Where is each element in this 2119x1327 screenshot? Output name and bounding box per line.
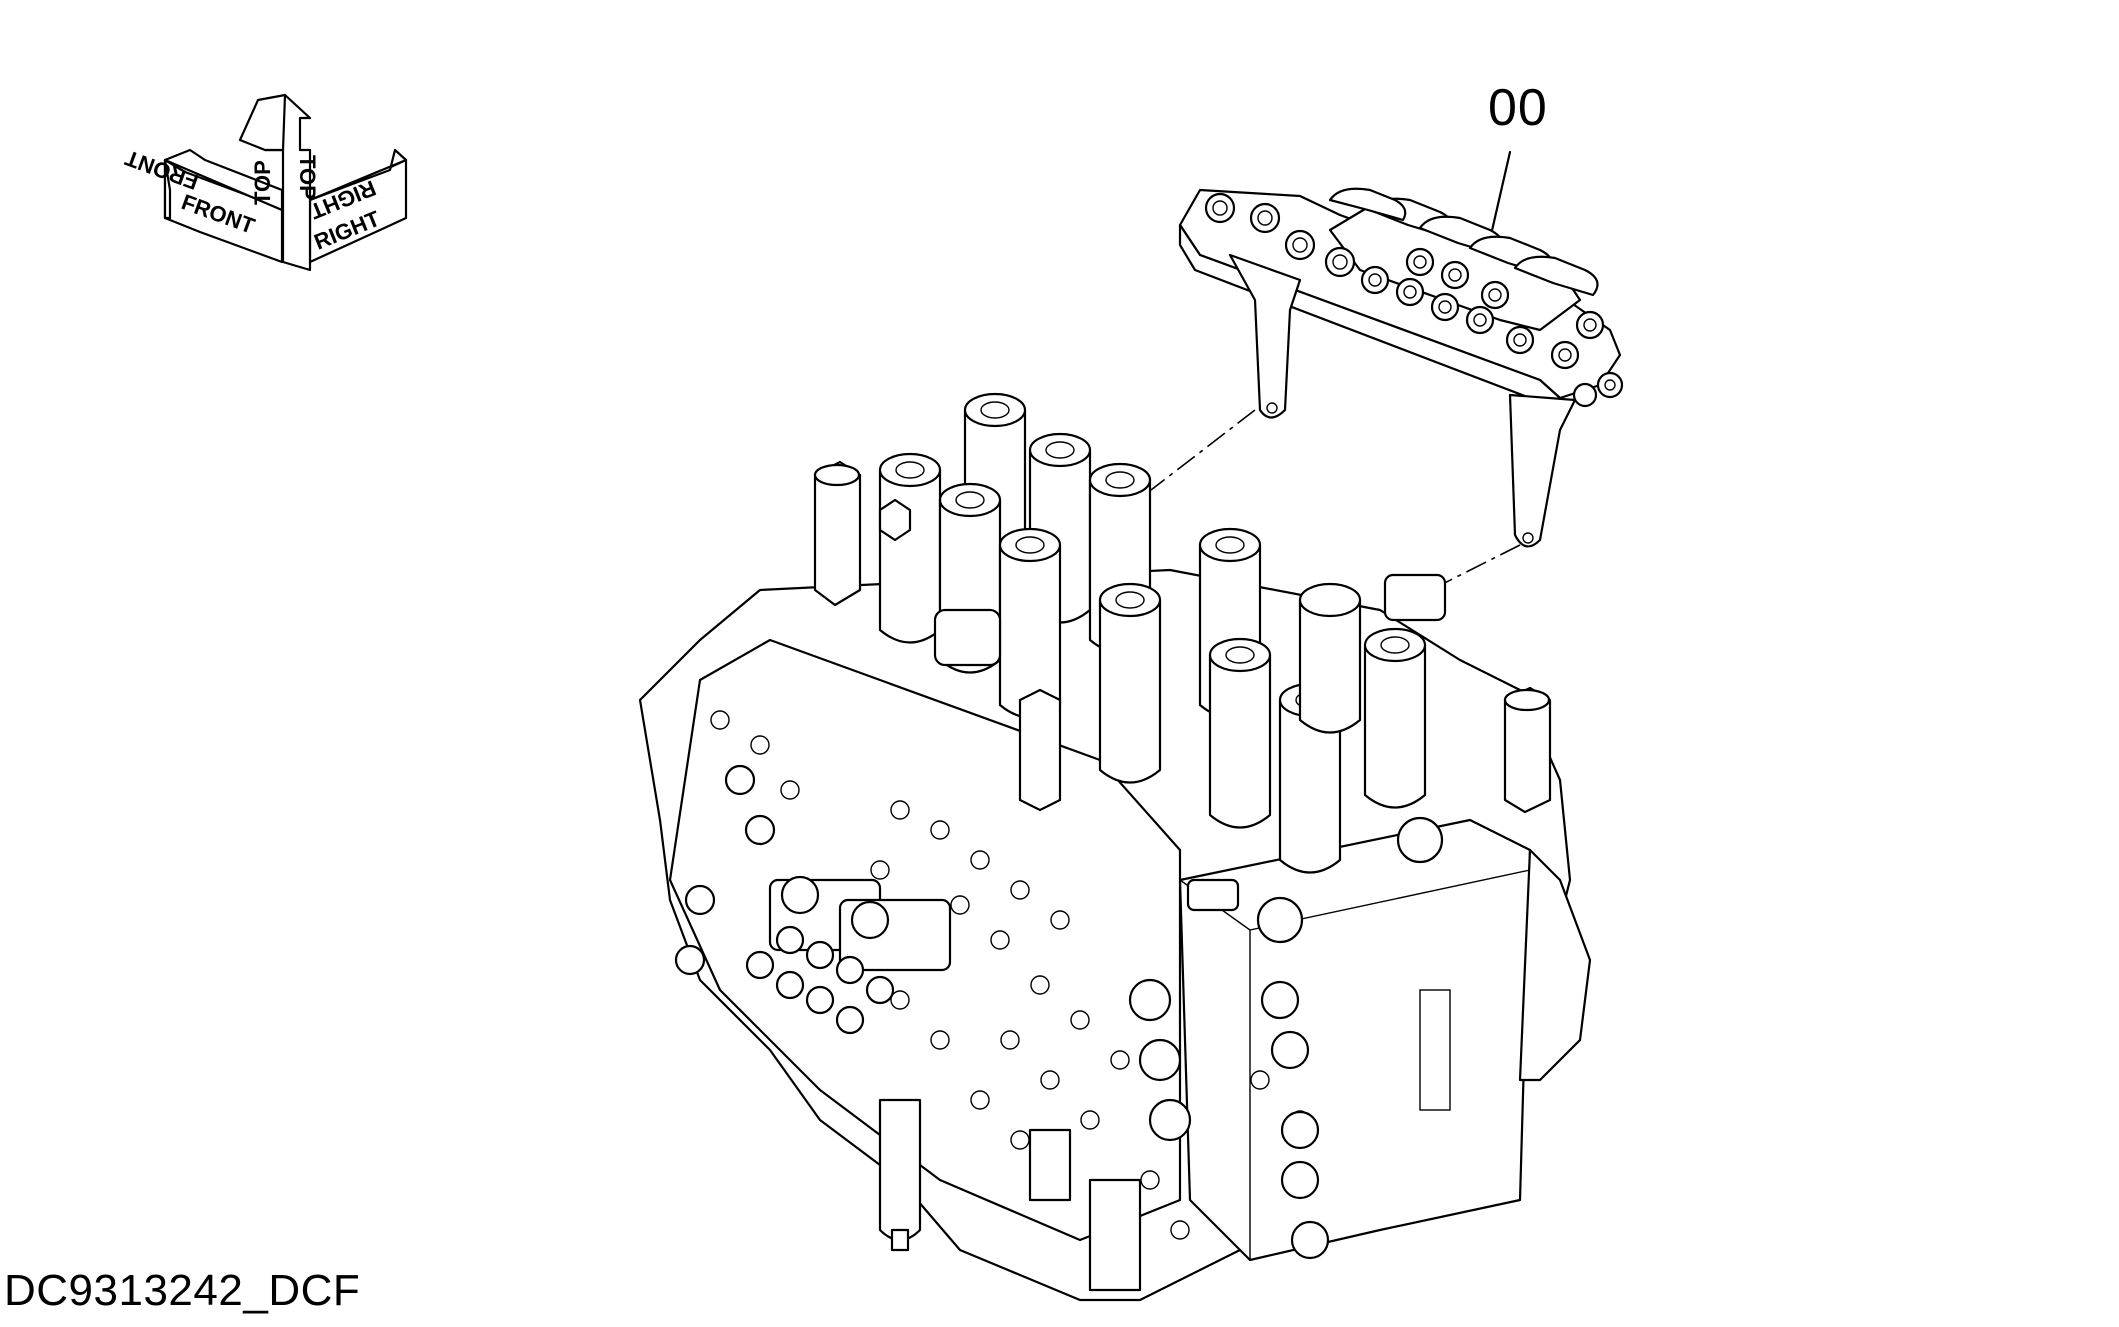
top-arrow: TOP TOP xyxy=(238,93,320,272)
top-label-upper: TOP xyxy=(295,155,320,200)
bottom-stems xyxy=(878,1098,1142,1292)
valve-cylinders xyxy=(813,392,1552,912)
drawing-id-label: DC9313242_DCF xyxy=(4,1266,361,1315)
orientation-indicator: FRONT FRONT RIGHT RIGHT TOP TOP xyxy=(121,93,408,272)
part-number-callout: 00 xyxy=(1488,79,1548,137)
pilot-valve-block-part-00 xyxy=(1178,187,1624,548)
lower-bolts xyxy=(1128,978,1330,1260)
port-holes xyxy=(1204,192,1624,408)
side-fittings-cluster xyxy=(674,764,952,1035)
mounting-legs xyxy=(1228,253,1577,548)
solenoid-cylinders xyxy=(1328,187,1599,297)
right-arrow: RIGHT RIGHT xyxy=(306,148,408,264)
top-label-lower: TOP xyxy=(250,160,275,205)
